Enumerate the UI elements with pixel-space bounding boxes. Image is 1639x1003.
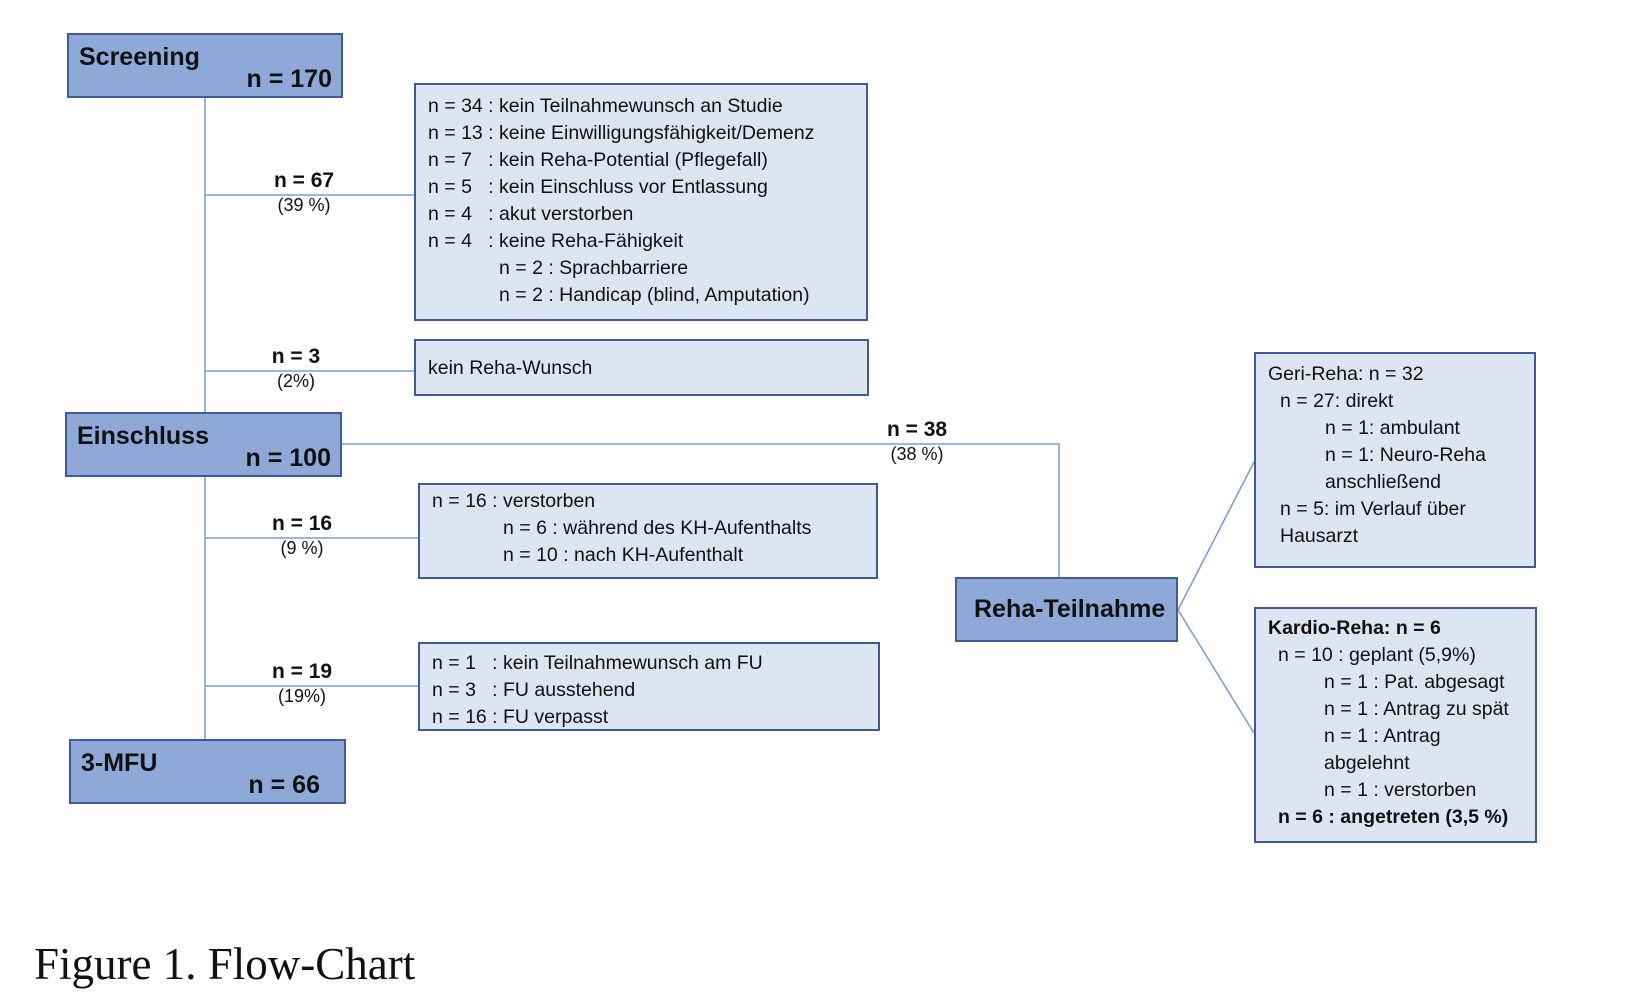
- note-line: n = 2 : Sprachbarriere: [499, 257, 689, 279]
- note-line: n = 5: im Verlauf über: [1280, 498, 1466, 520]
- note-line: n = 10 : geplant (5,9%): [1278, 644, 1476, 666]
- note-line: Hausarzt: [1280, 525, 1359, 547]
- note-line: n = 1: Neuro-Reha: [1325, 444, 1486, 466]
- mfu-box: 3-MFU n = 66: [69, 739, 346, 804]
- count-reha-pct: (38 %): [890, 444, 944, 464]
- count-reha: n = 38 (38 %): [857, 418, 977, 466]
- count-excl1: n = 67 (39 %): [244, 169, 364, 217]
- screening-count: n = 170: [246, 65, 332, 93]
- count-excl3: n = 16 (9 %): [242, 512, 362, 560]
- note-line: Geri-Reha: n = 32: [1268, 363, 1424, 385]
- note-excl2: kein Reha-Wunsch: [414, 339, 869, 396]
- screening-title: Screening: [79, 43, 200, 71]
- count-excl4: n = 19 (19%): [242, 660, 362, 708]
- count-excl3-pct: (9 %): [280, 538, 324, 558]
- note-line: abgelehnt: [1324, 752, 1410, 774]
- note-line: n = 16 : FU verpasst: [432, 706, 609, 728]
- screening-box: Screening n = 170: [67, 33, 343, 98]
- count-excl4-n: n = 19: [271, 660, 333, 683]
- einschluss-title: Einschluss: [77, 422, 209, 450]
- note-line: n = 1 : kein Teilnahmewunsch am FU: [432, 652, 763, 674]
- count-excl3-n: n = 16: [271, 512, 333, 535]
- note-line: n = 16 : verstorben: [432, 490, 596, 512]
- note-line: n = 1: ambulant: [1325, 417, 1460, 439]
- count-reha-n: n = 38: [886, 418, 948, 441]
- note-excl3: n = 16 : verstorben n = 6 : während des …: [418, 483, 878, 579]
- note-line: n = 7 : kein Reha-Potential (Pflegefall): [428, 149, 768, 171]
- note-line: n = 2 : Handicap (blind, Amputation): [499, 284, 810, 306]
- mfu-count: n = 66: [248, 771, 320, 799]
- mfu-title: 3-MFU: [81, 749, 158, 777]
- note-line: n = 6 : angetreten (3,5 %): [1278, 806, 1509, 828]
- note-line: n = 1 : Antrag: [1324, 725, 1441, 747]
- count-excl2-n: n = 3: [271, 345, 321, 368]
- note-line: n = 4 : keine Reha-Fähigkeit: [428, 230, 684, 252]
- note-excl1: n = 34 : kein Teilnahmewunsch an Studie …: [414, 83, 868, 321]
- branch-line-kardio: [1177, 609, 1255, 734]
- count-excl4-pct: (19%): [277, 686, 326, 706]
- einschluss-box: Einschluss n = 100: [65, 412, 342, 477]
- count-excl1-pct: (39 %): [277, 195, 331, 215]
- count-excl2-pct: (2%): [276, 371, 315, 391]
- note-line: n = 1 : verstorben: [1324, 779, 1477, 801]
- reha-teilnahme-title: Reha-Teilnahme: [974, 595, 1166, 623]
- branch-line-geri: [1177, 461, 1255, 611]
- note-line: n = 13 : keine Einwilligungsfähigkeit/De…: [428, 122, 815, 144]
- note-line: n = 1 : Pat. abgesagt: [1324, 671, 1505, 693]
- note-kardio-reha: Kardio-Reha: n = 6 n = 10 : geplant (5,9…: [1254, 607, 1537, 843]
- note-line: kein Reha-Wunsch: [428, 357, 593, 379]
- note-excl4: n = 1 : kein Teilnahmewunsch am FU n = 3…: [418, 642, 880, 731]
- note-line: n = 1 : Antrag zu spät: [1324, 698, 1509, 720]
- note-line: n = 34 : kein Teilnahmewunsch an Studie: [428, 95, 783, 117]
- note-geri-reha: Geri-Reha: n = 32 n = 27: direkt n = 1: …: [1254, 352, 1536, 568]
- count-excl2: n = 3 (2%): [236, 345, 356, 393]
- note-line: n = 5 : kein Einschluss vor Entlassung: [428, 176, 768, 198]
- note-line: n = 4 : akut verstorben: [428, 203, 634, 225]
- branch-line-reha: [342, 443, 1060, 578]
- note-line: n = 3 : FU ausstehend: [432, 679, 636, 701]
- note-line: n = 27: direkt: [1280, 390, 1394, 412]
- note-line: Kardio-Reha: n = 6: [1268, 617, 1441, 639]
- reha-teilnahme-box: Reha-Teilnahme: [955, 577, 1178, 642]
- note-line: anschließend: [1325, 471, 1441, 493]
- note-line: n = 10 : nach KH-Aufenthalt: [503, 544, 744, 566]
- figure-caption: Figure 1. Flow-Chart: [34, 939, 416, 989]
- einschluss-count: n = 100: [245, 444, 331, 472]
- note-line: n = 6 : während des KH-Aufenthalts: [503, 517, 812, 539]
- count-excl1-n: n = 67: [273, 169, 335, 192]
